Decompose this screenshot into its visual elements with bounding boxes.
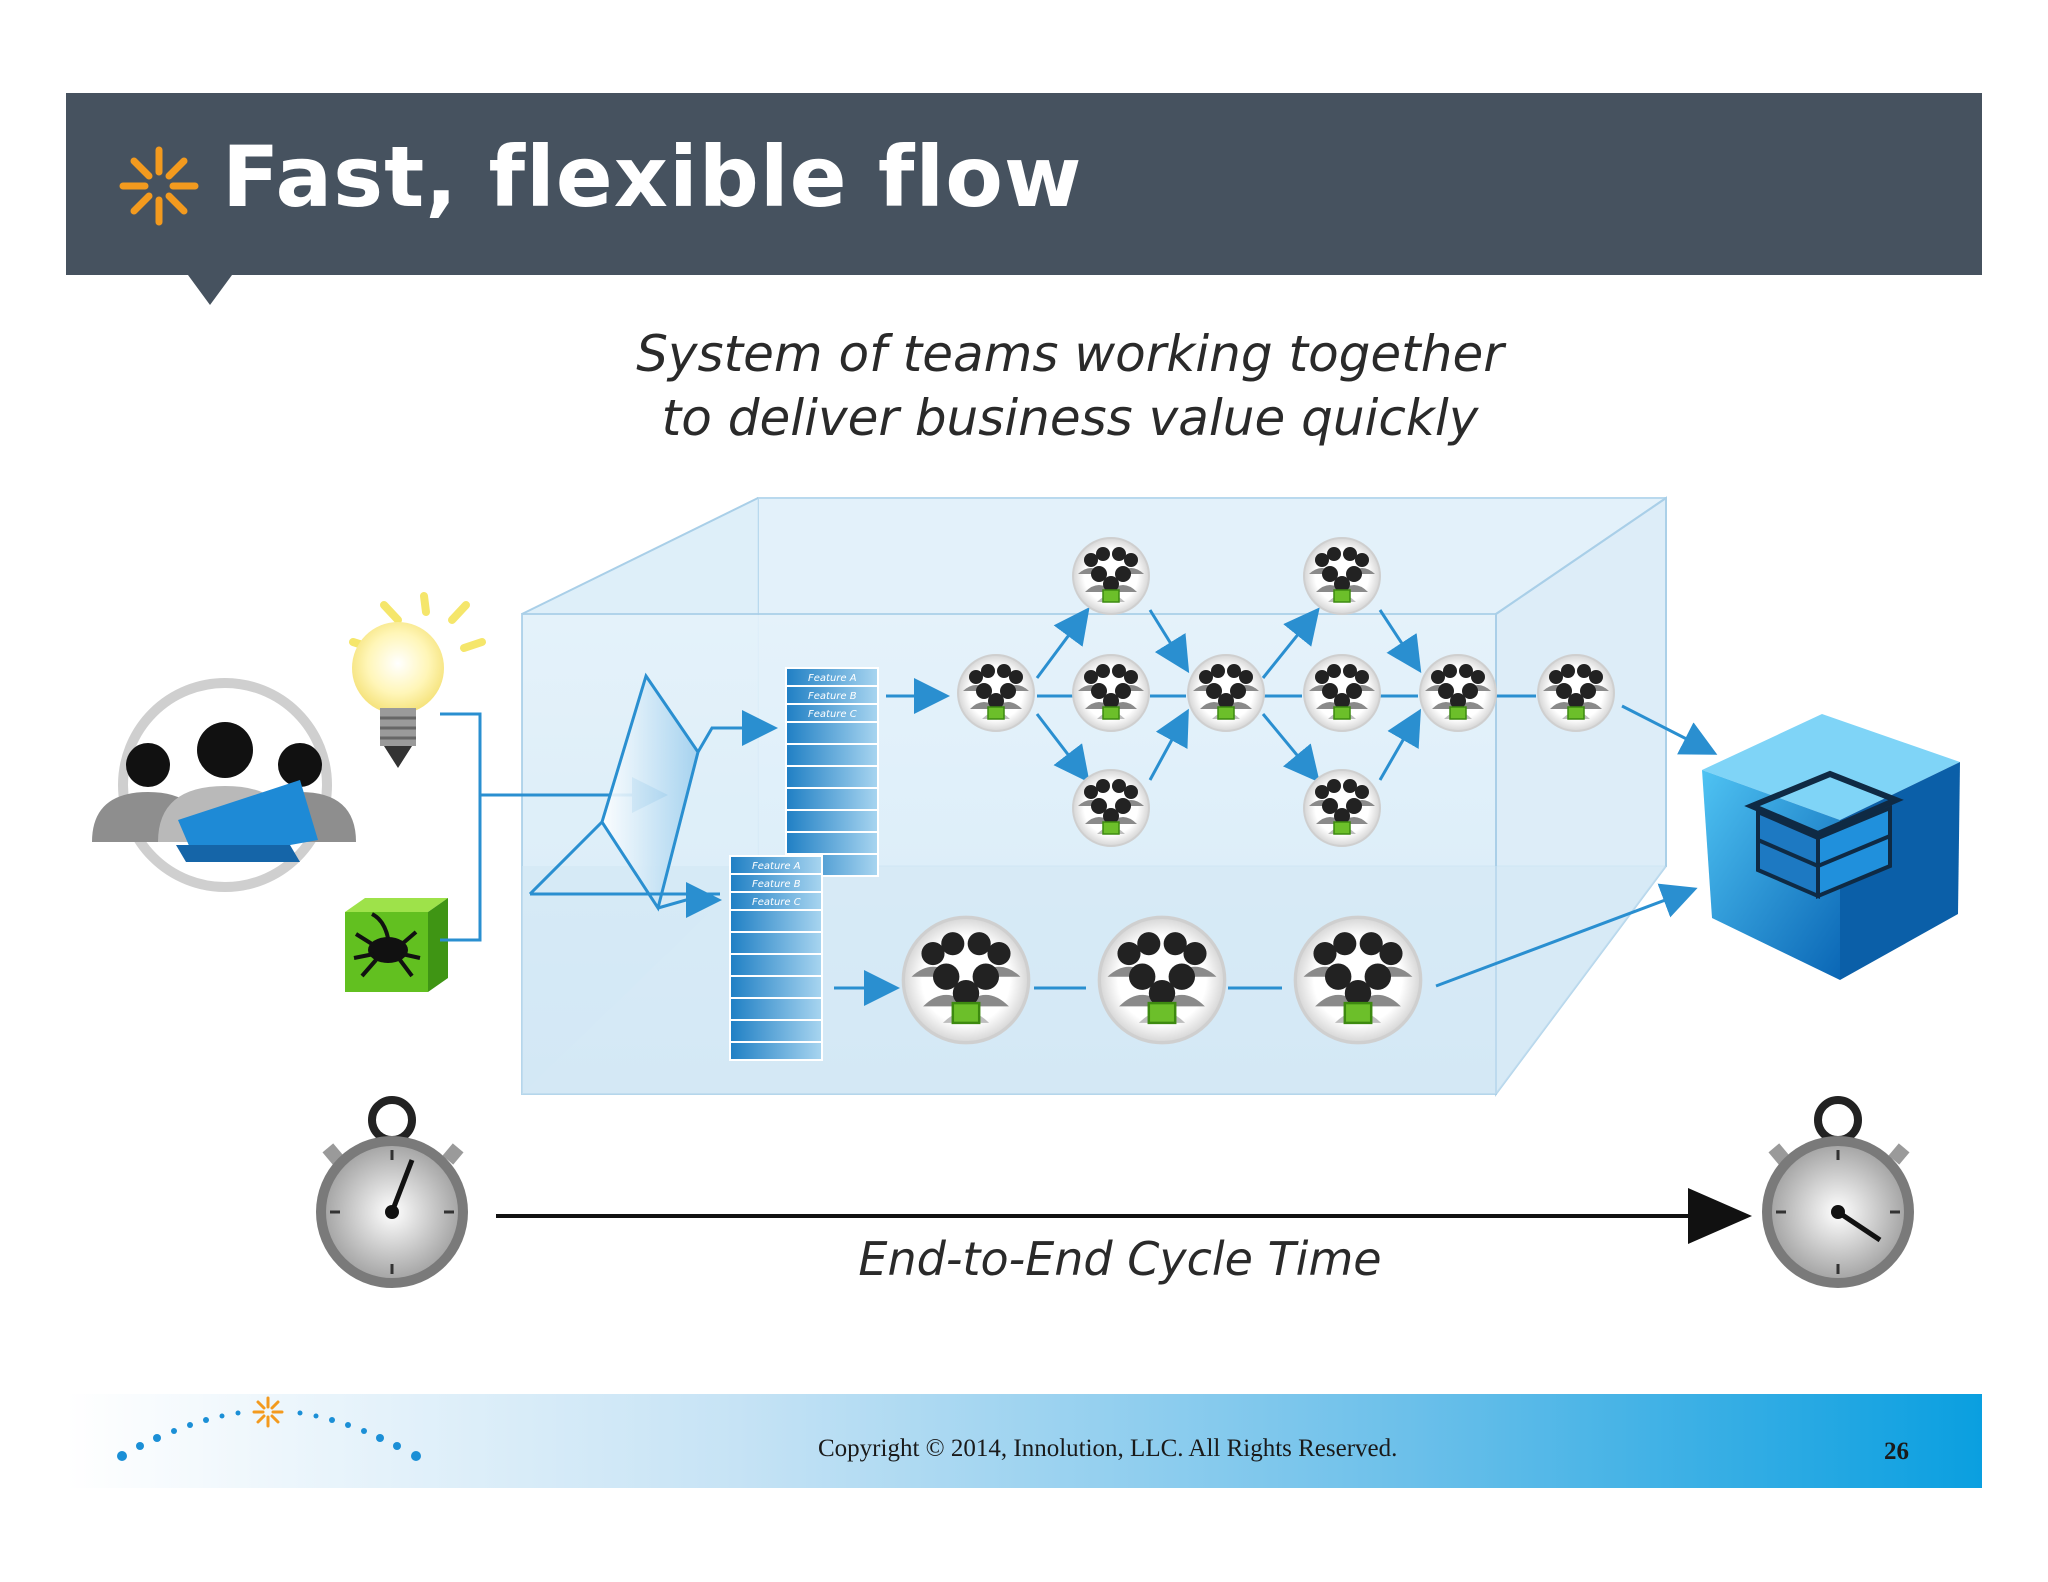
work-splitter-icon xyxy=(528,672,778,918)
backlog-item-c: Feature C xyxy=(808,709,857,720)
stopwatch-icon xyxy=(316,1096,468,1288)
diagram-subtitle: System of teams working together to deli… xyxy=(620,322,1520,450)
team-icon xyxy=(1303,654,1381,732)
sunburst-logo-icon xyxy=(119,146,199,226)
title-bar-notch xyxy=(188,275,232,305)
slide-footer xyxy=(66,1394,1982,1488)
bug-cube-icon xyxy=(345,898,448,992)
cycle-time-label: End-to-End Cycle Time xyxy=(858,1232,1382,1286)
lightbulb-icon xyxy=(349,592,486,768)
copyright-text: Copyright © 2014, Innolution, LLC. All R… xyxy=(818,1435,1398,1462)
slide-title: Fast, flexible flow xyxy=(222,128,1083,226)
team-icon xyxy=(957,654,1035,732)
customer-group-icon xyxy=(92,678,356,892)
team-pipeline-connectors xyxy=(834,883,1698,1006)
stopwatch-icon xyxy=(1762,1096,1914,1288)
team-icon xyxy=(1187,654,1265,732)
team-icon xyxy=(1072,537,1150,615)
team-icon xyxy=(1097,915,1227,1045)
page-number: 26 xyxy=(1884,1438,1909,1465)
backlog-item-a: Feature A xyxy=(808,673,857,684)
team-icon xyxy=(1072,769,1150,847)
team-icon xyxy=(1303,537,1381,615)
backlog-item-b: Feature B xyxy=(752,879,801,890)
subtitle-line-1: System of teams working together xyxy=(636,325,1504,383)
subtitle-line-2: to deliver business value quickly xyxy=(661,389,1479,447)
team-icon xyxy=(1419,654,1497,732)
team-icon xyxy=(1293,915,1423,1045)
team-network-connectors xyxy=(886,607,1718,783)
team-icon xyxy=(901,915,1031,1045)
backlog-item-c: Feature C xyxy=(752,897,801,908)
product-cube-icon xyxy=(1702,714,1960,980)
backlog-item-a: Feature A xyxy=(752,861,801,872)
title-bar xyxy=(66,93,1982,275)
team-icon xyxy=(1072,654,1150,732)
team-icon xyxy=(1537,654,1615,732)
backlog-stack-icon: Feature A Feature B Feature C xyxy=(729,855,823,1061)
backlog-stack-icon: Feature A Feature B Feature C xyxy=(785,667,879,877)
team-icon xyxy=(1303,769,1381,847)
backlog-item-b: Feature B xyxy=(808,691,857,702)
